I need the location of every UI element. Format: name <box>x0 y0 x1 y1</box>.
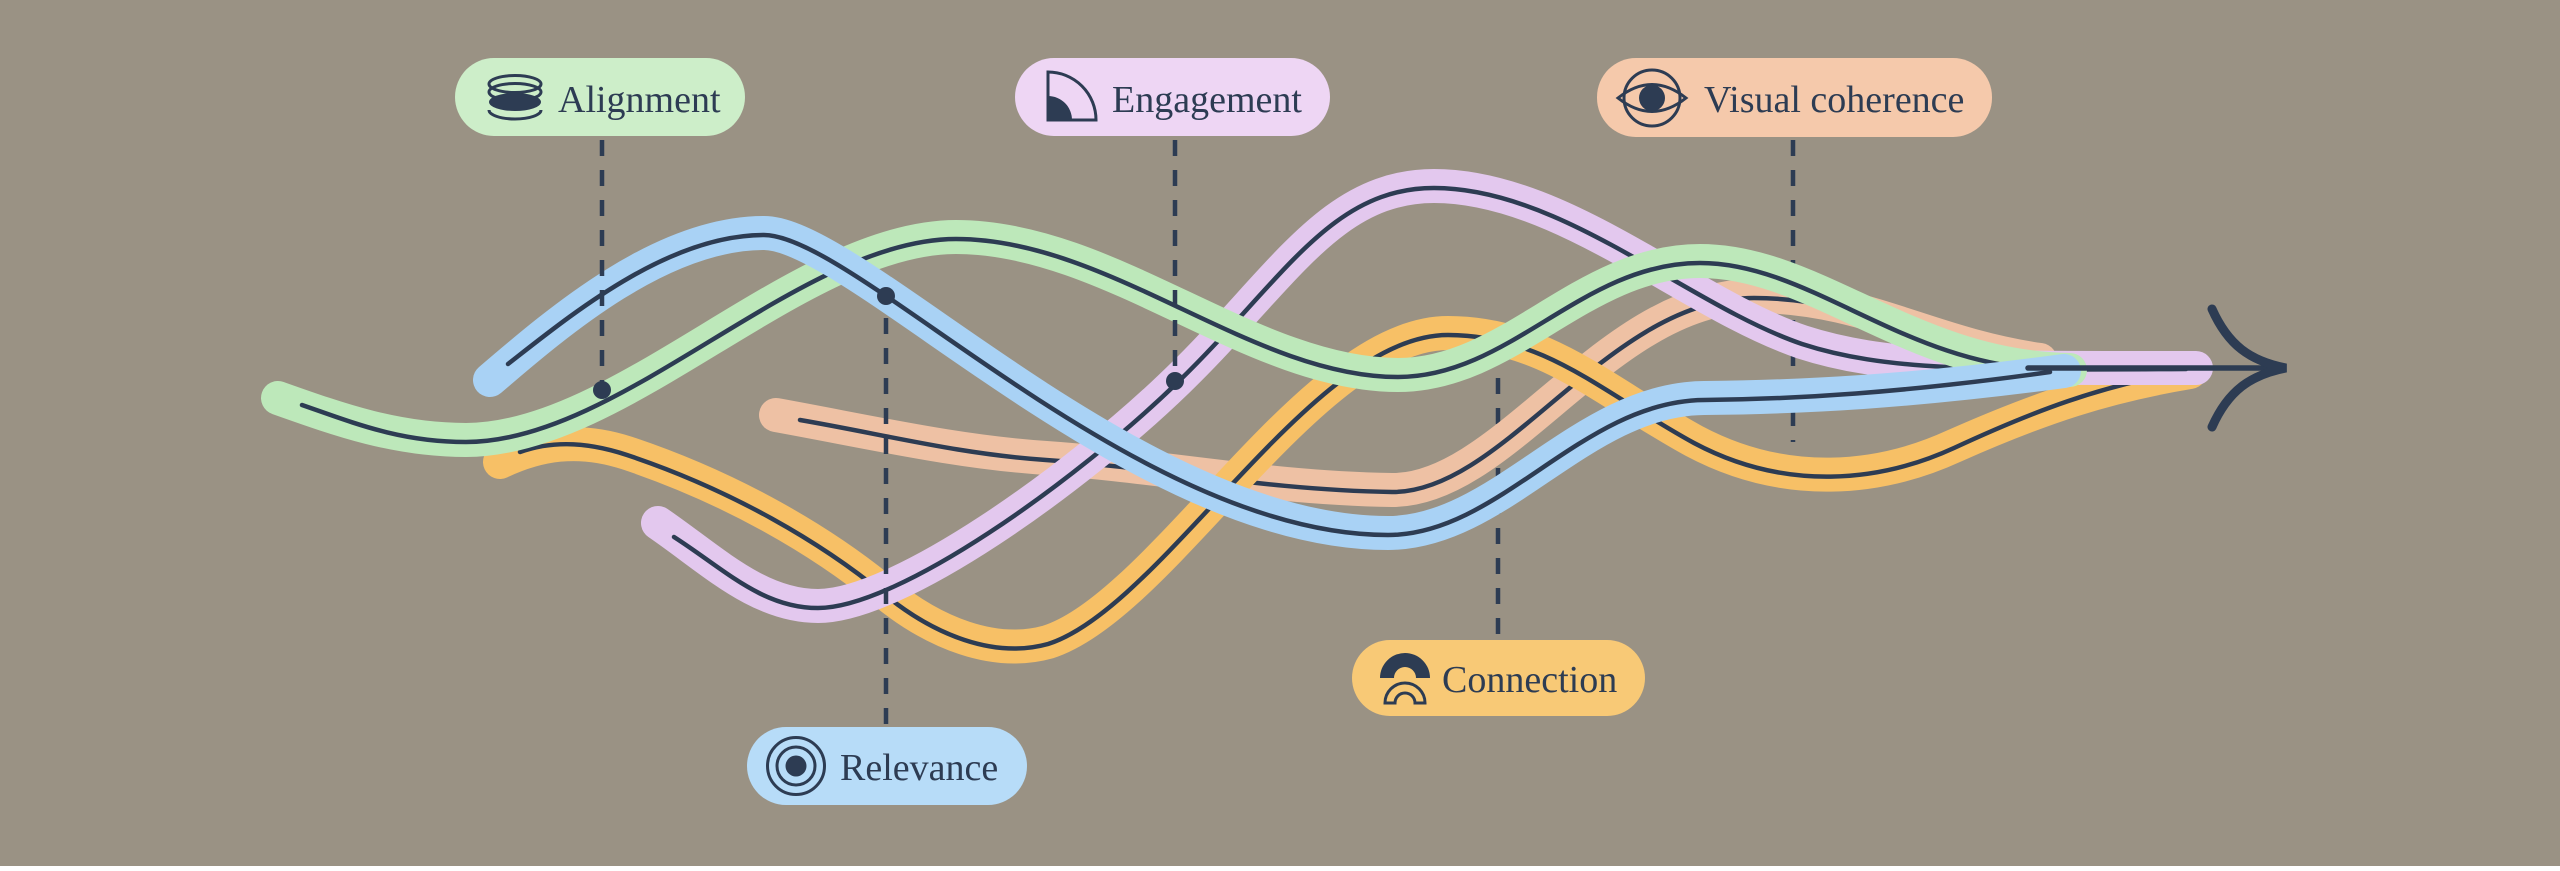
relevance-label: Relevance <box>840 747 998 789</box>
stream-band-connection <box>483 315 2207 664</box>
eye-icon <box>1615 68 1689 128</box>
alignment-dot <box>593 381 611 399</box>
quarter-circle-icon <box>1046 70 1098 122</box>
connection-label: Connection <box>1442 659 1617 701</box>
alignment-label: Alignment <box>558 79 721 121</box>
engagement-label: Engagement <box>1112 79 1302 121</box>
connection-line <box>517 332 2179 651</box>
connection-badge: Connection <box>1352 640 1645 716</box>
leader-relevance <box>877 287 895 724</box>
engagement-dot <box>1166 372 1184 390</box>
flow-arrow-icon <box>2207 304 2287 432</box>
stream-band-relevance <box>473 215 2081 551</box>
visual-coherence-label: Visual coherence <box>1704 79 1964 121</box>
alignment-line <box>299 236 2059 445</box>
engagement-line <box>671 185 2189 611</box>
visual-coherence-badge-pill <box>1597 58 1992 137</box>
leader-engagement <box>1166 140 1184 390</box>
relevance-badge: Relevance <box>747 727 1027 805</box>
stream-band-alignment <box>261 219 2087 458</box>
leader-alignment <box>593 140 611 399</box>
alignment-badge: Alignment <box>455 58 745 136</box>
stream-band-engagement <box>641 168 2213 624</box>
flow-arrow <box>2025 304 2287 432</box>
relevance-line <box>505 232 2053 538</box>
engagement-badge: Engagement <box>1015 58 1330 136</box>
visual-coherence-badge: Visual coherence <box>1597 58 1992 137</box>
double-arch-icon <box>1380 653 1430 705</box>
bullseye-icon <box>766 736 826 796</box>
relevance-dot <box>877 287 895 305</box>
engagement-badge-pill <box>1015 58 1330 136</box>
stacked-ellipses-icon <box>487 74 543 121</box>
